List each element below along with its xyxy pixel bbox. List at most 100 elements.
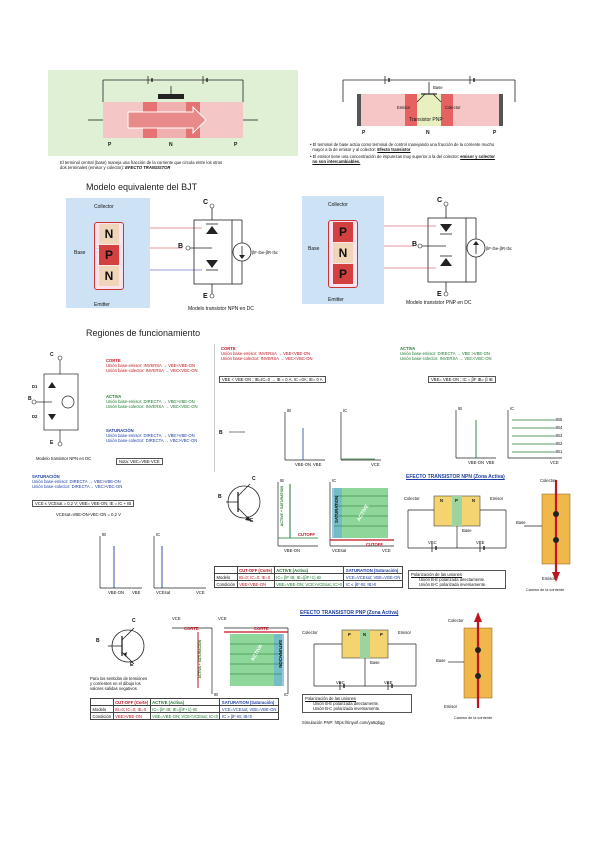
label-d1: D1 — [32, 384, 38, 389]
label-emisor: Emisor — [398, 630, 412, 635]
npn-caption: Modelo transistor NPN en DC — [36, 456, 92, 461]
layer-p: P — [333, 264, 353, 284]
regions-panel-activa: ACTIVA Unión base-emisor: DIRECTA → VBE … — [396, 344, 571, 472]
label-p: P — [108, 142, 112, 148]
current-source-label: βF·Ibe-βR·Ibc — [486, 246, 512, 251]
axis-vbeon: VBE-ON — [468, 460, 485, 465]
label-base: Base — [436, 658, 446, 663]
axis-ic: IC — [510, 406, 515, 411]
label-cutoff: CUTOFF — [298, 532, 315, 537]
layer-n: N — [472, 498, 476, 503]
label-emisor: Emisor — [444, 704, 458, 709]
label-base: Base — [370, 660, 380, 665]
npn-characteristic-curves — [277, 482, 394, 547]
label-ib3: IB3 — [556, 433, 563, 438]
saturacion-curves — [99, 536, 206, 589]
npn-current-path — [524, 480, 571, 582]
axis-vce: VCE — [196, 590, 205, 595]
panel-title: EFECTO TRANSISTOR PNP (Zona Activa) — [300, 610, 399, 616]
axis-vce: VCE — [382, 548, 391, 553]
label-colector: Colector — [540, 478, 556, 483]
terminal-b: B — [219, 430, 223, 436]
layer-n: N — [440, 498, 444, 503]
polarizacion-box: Polarización de las uniones Unión B-E po… — [408, 570, 506, 589]
label-p: P — [493, 130, 497, 136]
pnp-characteristic-curves — [172, 627, 289, 694]
npn-regions-table: CUT-OFF (Corte) ACTIVE (Activa) SATURATI… — [214, 566, 403, 588]
efecto-transistor-npn: EFECTO TRANSISTOR NPN (Zona Activa) Cole… — [402, 474, 514, 602]
axis-vce: VCE — [218, 616, 227, 621]
activa-curves — [455, 410, 562, 459]
terminal-c: C — [50, 352, 54, 358]
npn-bias-circuit — [407, 495, 507, 552]
current-path-pnp: Colector Base Emisor Camino de la corrie… — [436, 612, 506, 730]
layer-p: P — [99, 245, 119, 265]
label-ib4: IB4 — [556, 425, 563, 430]
label-emisor: Emisor — [542, 576, 556, 581]
simulacion-link[interactable]: Simulación PNP: https://tinyurl.com/ya6q… — [302, 720, 385, 725]
axis-ic: IC — [156, 532, 161, 537]
label-n: N — [169, 142, 173, 148]
label-emitter: Emitter — [328, 297, 344, 303]
regions-panel-saturacion: SATURACIÓN Unión base-emisor: DIRECTA → … — [30, 472, 210, 602]
label-base: Base — [433, 85, 443, 90]
terminal-b: B — [178, 243, 184, 250]
label-emisor: Emisor — [490, 496, 504, 501]
layer-n: N — [363, 632, 367, 637]
terminal-e: E — [437, 291, 442, 298]
npn-diode-model — [31, 355, 79, 447]
saturacion-equation: VCE ≤ VCEsat = 0,2 V; VBE= VBE-ON; IE = … — [32, 500, 135, 507]
layer-n: N — [333, 243, 353, 263]
axis-ib: IB — [458, 406, 462, 411]
pnp-model: P N P Collector Base Emitter C B E βF·Ib… — [302, 196, 527, 316]
caption: Camino de la corriente — [526, 588, 565, 592]
label-collector: Collector — [328, 202, 348, 208]
axis-ic: IC — [284, 692, 289, 697]
label-vbe: VBE — [476, 540, 485, 545]
label-colector: Colector — [404, 496, 420, 501]
panel-title: EFECTO TRANSISTOR NPN (Zona Activa) — [406, 474, 505, 480]
axis-vbeon: VBE-ON — [108, 590, 125, 595]
label-cutoff: CUTOFF — [366, 542, 383, 547]
label-vbc: VBC — [428, 540, 437, 545]
corte-equation: VBE < VBE-ON ; IB=IC=0 → IB = 0 A; IC =0… — [219, 376, 326, 383]
current-path-npn: Colector Base Emisor Camino de la corrie… — [516, 474, 576, 602]
npn-model: N P N Collector Base Emitter C B E βF·Ib… — [66, 198, 291, 318]
axis-vce: VCE — [371, 462, 380, 467]
sign-note: Para los sentidos de tensiones y corrien… — [90, 676, 148, 691]
regions-panel-npn-characteristic: C B E IB IC ACTIVE + SATURATION SATURATI… — [214, 474, 403, 602]
label-corte: CORTE — [254, 626, 269, 631]
label-d2: D2 — [32, 414, 38, 419]
terminal-c: C — [252, 476, 256, 482]
top-right-figure: Base Emisor Colector Transistor PNP P N … — [305, 72, 555, 180]
pnp-equivalent-circuit — [384, 201, 486, 297]
axis-vbeon: VBE-ON — [284, 548, 301, 553]
axis-vbeon: VBE-ON — [295, 462, 312, 467]
layer-p: P — [380, 632, 383, 637]
label-transistor-pnp: Transistor PNP — [409, 117, 443, 123]
regions-panel-summary: D1 D2 C B E Modelo transistor NPN en DC … — [28, 344, 210, 472]
axis-ib: IB — [280, 478, 284, 483]
pnp-bias-circuit — [313, 629, 417, 690]
axis-vbe: VBE — [486, 460, 495, 465]
caption: Camino de la corriente — [454, 716, 493, 720]
top-right-bullets: • El terminal de base actúa como termina… — [310, 142, 495, 164]
label-vbe: VBE — [384, 680, 393, 685]
axis-ib: IB — [287, 408, 291, 413]
label-ib1: IB1 — [556, 449, 563, 454]
npn-equivalent-circuit — [150, 203, 252, 299]
axis-ib: IB — [102, 532, 106, 537]
axis-vbe: VBE — [313, 462, 322, 467]
current-source-label: βF·Ibe-βR·Ibc — [252, 250, 278, 255]
label-emisor: Emisor — [397, 105, 411, 110]
label-corte: CORTE — [184, 626, 199, 631]
pnp-current-path — [448, 612, 493, 708]
terminal-e: E — [250, 518, 254, 524]
terminal-c: C — [437, 197, 443, 204]
top-left-caption: El terminal central (base) maneja una fr… — [60, 160, 223, 170]
pnp-caption: Modelo transistor PNP en DC — [406, 300, 472, 306]
regions-panel-corte: CORTE Unión base-emisor: INVERSA → VBE<V… — [214, 344, 395, 472]
note-box: Nota: VBC=VBE-VCE — [116, 458, 163, 465]
label-base: Base — [74, 250, 86, 256]
vcesat-formula: VCEsat=VBE-ON-VBC-ON = 0,2 V — [56, 512, 121, 517]
